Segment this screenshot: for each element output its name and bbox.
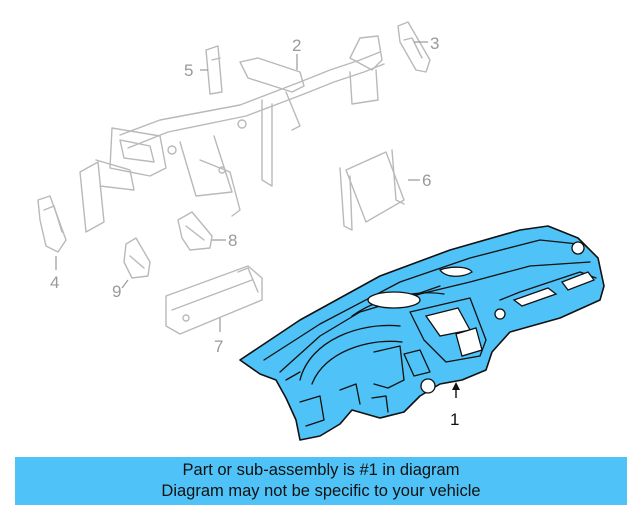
part-3-bracket: 3 — [397, 21, 439, 73]
banner-line-2: Diagram may not be specific to your vehi… — [161, 482, 481, 500]
callout-5: 5 — [184, 61, 193, 80]
part-8-bracket: 8 — [177, 211, 237, 251]
part-2-cross-car-beam: 2 — [79, 35, 385, 233]
info-banner: Part or sub-assembly is #1 in diagram Di… — [15, 457, 627, 505]
callout-9: 9 — [112, 282, 121, 301]
callout-2: 2 — [292, 36, 301, 55]
callout-8: 8 — [228, 231, 237, 250]
callout-7: 7 — [214, 337, 223, 356]
parts-diagram: 2 3 5 6 4 8 9 — [37, 21, 605, 441]
banner-line-1: Part or sub-assembly is #1 in diagram — [182, 461, 460, 479]
part-6-bracket: 6 — [339, 149, 431, 231]
part-1-instrument-panel: 1 — [239, 225, 605, 441]
callout-6: 6 — [422, 171, 431, 190]
part-9-bracket: 9 — [112, 237, 151, 301]
callout-1: 1 — [450, 410, 459, 429]
part-7-panel: 7 — [165, 265, 263, 356]
part-4-bracket: 4 — [37, 195, 67, 292]
callout-4: 4 — [50, 273, 59, 292]
part-5-bracket: 5 — [184, 45, 223, 95]
callout-3: 3 — [430, 34, 439, 53]
